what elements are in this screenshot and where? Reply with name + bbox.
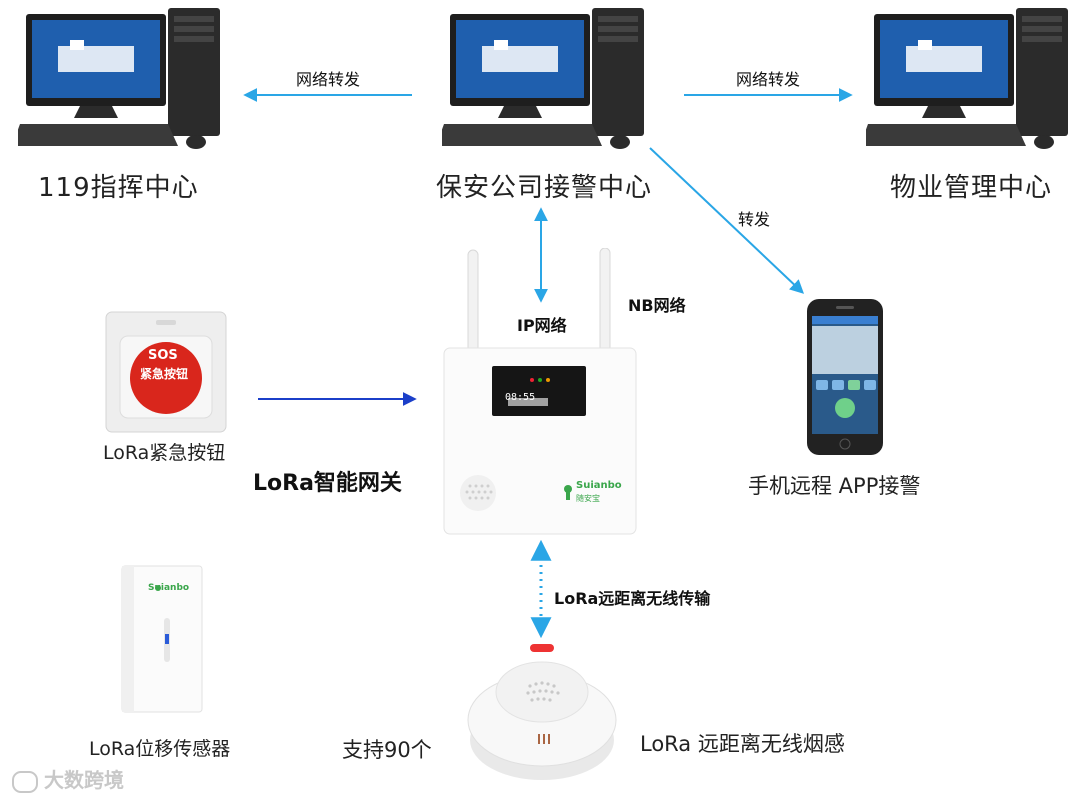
sos-button-icon: [105, 311, 227, 433]
gateway-brand: Suianbo: [576, 480, 622, 491]
edge-label-forward-mobile: 转发: [738, 210, 771, 229]
watermark-logo-icon: [12, 770, 38, 793]
displacement-sensor-icon: [121, 565, 203, 713]
watermark-text: 大数跨境: [44, 768, 124, 792]
edge-label-forward-left: 网络转发: [296, 70, 361, 89]
gateway-time: 08:55: [505, 392, 536, 403]
label-displacement-sensor: LoRa位移传感器: [89, 738, 231, 760]
label-mobile-app: 手机远程 APP接警: [748, 474, 921, 498]
label-sos-button: LoRa紧急按钮: [103, 442, 226, 464]
label-smoke-sensor: LoRa 远距离无线烟感: [640, 732, 845, 756]
gateway-brand-cn: 随安宝: [576, 494, 600, 503]
sensor-brand: Suianbo: [148, 583, 190, 593]
mobile-phone-icon: [807, 299, 883, 455]
computer-property-icon: [866, 8, 1068, 149]
computer-security-icon: [442, 8, 644, 149]
computer-119-icon: [18, 8, 220, 149]
label-support-count: 支持90个: [342, 738, 432, 762]
sos-text-cn: 紧急按钮: [140, 367, 189, 381]
label-property-center: 物业管理中心: [890, 173, 1053, 203]
edge-label-ip-network: IP网络: [517, 316, 567, 335]
label-119-center: 119指挥中心: [38, 173, 199, 203]
smoke-detector-icon: [467, 644, 617, 780]
edge-label-forward-right: 网络转发: [736, 70, 801, 89]
label-security-center: 保安公司接警中心: [436, 173, 653, 203]
label-gateway: LoRa智能网关: [253, 471, 402, 496]
arrow-to-mobile: [649, 147, 805, 294]
gateway-device-icon: [443, 248, 637, 535]
sos-text: SOS: [148, 348, 178, 363]
edge-label-nb-network: NB网络: [628, 296, 686, 315]
watermark: 大数跨境: [12, 764, 124, 793]
edge-label-lora-wireless: LoRa远距离无线传输: [554, 589, 711, 608]
